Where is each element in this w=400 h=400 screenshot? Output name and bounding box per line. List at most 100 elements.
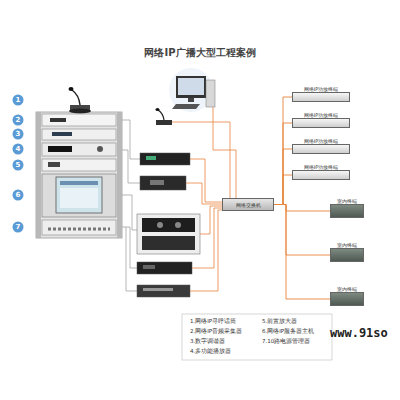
gray-wires [126, 227, 137, 291]
middle-devices [137, 153, 200, 297]
equipment-rack [42, 143, 116, 156]
legend-frame [182, 314, 332, 360]
middle-devices [142, 218, 195, 232]
node-label: 网络IP功放终端 [304, 164, 339, 170]
callout-circles [13, 95, 24, 233]
equipment-rack [42, 114, 116, 126]
equipment-rack [36, 87, 122, 238]
callout-circles [13, 129, 24, 140]
callout-number: 1 [13, 95, 24, 106]
callout-number: 6 [13, 190, 24, 201]
middle-devices [137, 285, 190, 297]
middle-devices [137, 262, 192, 274]
key-item: 6.网络IP服务器主机 [262, 328, 314, 335]
middle-devices [140, 153, 190, 165]
equipment-rack [42, 220, 116, 235]
equipment-rack [60, 181, 98, 185]
equipment-rack [48, 228, 110, 231]
callout-number: 4 [13, 144, 24, 155]
callout-circles [13, 160, 24, 171]
desk-microphone [156, 108, 173, 125]
amplifier-terminal: 网络IP功放终端 [292, 118, 350, 128]
middle-devices [157, 222, 163, 228]
equipment-rack [42, 129, 116, 140]
middle-devices [150, 180, 164, 185]
callout-number: 7 [13, 222, 24, 233]
node-label: 网络IP功放终端 [304, 86, 339, 92]
callout-circles [13, 144, 24, 155]
computer-workstation [188, 98, 194, 102]
computer-workstation [176, 76, 206, 98]
callout-circles [13, 222, 24, 233]
middle-devices [143, 288, 173, 291]
middle-devices [143, 265, 155, 269]
network-cable [274, 175, 292, 205]
legend-frame [182, 314, 332, 360]
orange-wires [192, 208, 228, 268]
gray-wires [122, 227, 137, 268]
network-cable [274, 205, 330, 212]
key-item: 7.10路电源管理器 [262, 338, 310, 345]
node-label: 室内终端 [337, 198, 357, 204]
equipment-rack [42, 159, 116, 171]
computer-workstation [178, 78, 204, 95]
equipment-rack [50, 118, 66, 122]
callout-number: 2 [13, 115, 24, 126]
indoor-terminal: 室内终端 [330, 204, 364, 218]
network-cable [274, 149, 292, 205]
key-item: 3.数字调谐器 [190, 338, 225, 345]
desk-microphone [156, 120, 172, 125]
callout-number: 3 [13, 129, 24, 140]
equipment-rack [97, 146, 103, 152]
key-item: 5.前置放大器 [262, 318, 297, 325]
diagram-title: 网络IP广播大型工程案例 [0, 46, 400, 60]
callout-circles [13, 95, 24, 106]
middle-devices [137, 214, 200, 254]
callout-circles [13, 115, 24, 126]
computer-workstation [172, 104, 200, 109]
gray-wires [122, 120, 140, 159]
indoor-terminal: 室内终端 [330, 292, 364, 306]
equipment-rack [36, 112, 41, 238]
computer-workstation [169, 68, 215, 112]
orange-wires [190, 159, 222, 202]
middle-devices [140, 176, 186, 190]
equipment-rack [48, 146, 72, 152]
equipment-rack [36, 112, 122, 238]
network-cable [274, 205, 330, 256]
amplifier-terminal: 网络IP功放终端 [292, 92, 350, 102]
amplifier-terminal: 网络IP功放终端 [292, 144, 350, 154]
equipment-rack [117, 112, 122, 238]
indoor-terminal: 室内终端 [330, 248, 364, 262]
watermark: www.91so [330, 326, 388, 340]
network-switch: 网络交换机 [222, 198, 274, 211]
key-item: 4.多功能播放器 [190, 348, 231, 355]
desk-microphone [156, 108, 160, 111]
amplifier-terminal: 网络IP功放终端 [292, 170, 350, 180]
equipment-rack [69, 109, 91, 114]
gray-wires [122, 150, 140, 183]
network-cable [274, 205, 330, 300]
callout-circles [13, 190, 24, 201]
network-cable [274, 123, 292, 205]
equipment-rack [52, 132, 72, 136]
equipment-rack [69, 87, 74, 91]
desk-microphone [158, 110, 164, 120]
gray-wires [122, 195, 137, 230]
key-item: 2.网络IP音频采集器 [190, 328, 242, 335]
middle-devices [146, 156, 156, 160]
middle-devices [175, 222, 181, 228]
orange-wires [190, 210, 240, 291]
key-item: 1.网络IP寻呼话筒 [190, 318, 236, 325]
orange-wires [213, 107, 236, 198]
computer-workstation [206, 80, 215, 107]
node-label: 网络交换机 [223, 202, 273, 208]
equipment-rack [48, 162, 60, 167]
node-label: 网络IP功放终端 [304, 112, 339, 118]
equipment-rack [72, 90, 80, 105]
equipment-rack [42, 174, 116, 217]
node-label: 室内终端 [337, 286, 357, 292]
callout-number: 5 [13, 160, 24, 171]
node-label: 室内终端 [337, 242, 357, 248]
